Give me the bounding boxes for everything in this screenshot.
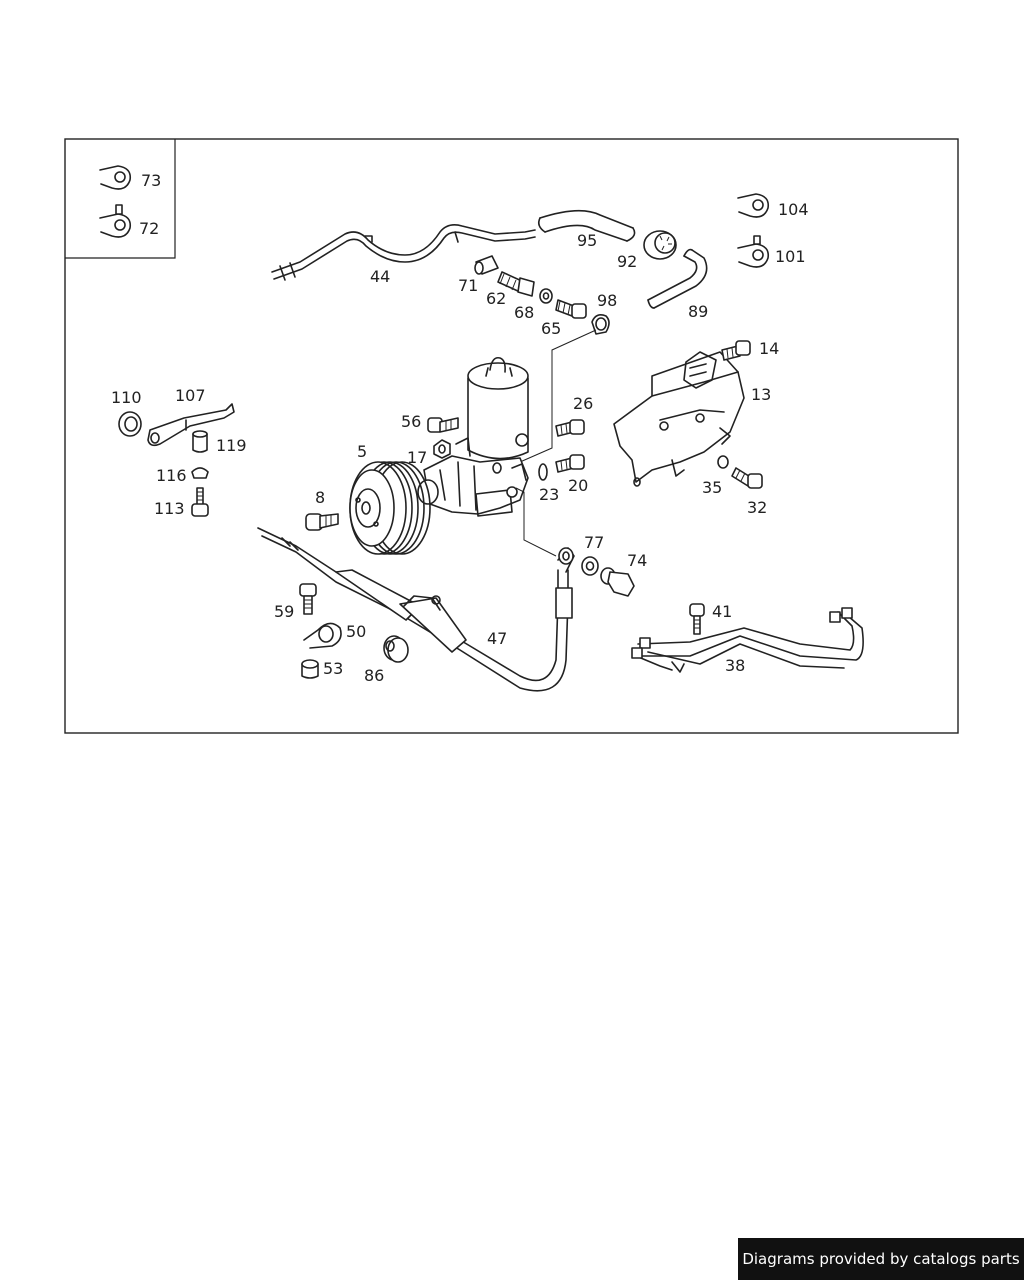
part-label-71: 71 (458, 276, 478, 295)
part-label-35: 35 (702, 478, 722, 497)
leader-77 (515, 487, 557, 557)
bolt-59-drawing (299, 583, 317, 615)
bolt-74-drawing (600, 567, 635, 597)
pump-assembly-drawing (417, 356, 529, 517)
part-label-110: 110 (111, 388, 142, 407)
part-labels: 73 72 104 101 44 95 92 89 71 62 68 65 98… (111, 171, 809, 685)
part-label-72: 72 (139, 219, 159, 238)
washer-23-drawing (538, 463, 548, 481)
washer-116-drawing (191, 467, 209, 479)
bolt-26-drawing (555, 419, 585, 437)
footer-credit: Diagrams provided by catalogs parts (738, 1238, 1024, 1280)
clip-73-drawing (99, 165, 132, 190)
part-label-62: 62 (486, 289, 506, 308)
hose-95-drawing (538, 209, 636, 242)
bolt-56-drawing (427, 417, 459, 433)
part-label-50: 50 (346, 622, 366, 641)
hose-44-drawing (271, 224, 536, 281)
line-38-drawing (631, 607, 864, 673)
hose-47-drawing (257, 527, 575, 692)
part-label-89: 89 (688, 302, 708, 321)
bolt-14-drawing (721, 340, 751, 361)
bracket-107-drawing (147, 403, 235, 447)
union-62-drawing (497, 271, 535, 297)
part-label-65: 65 (541, 319, 561, 338)
hose-89-drawing (647, 248, 708, 309)
clamp-98-drawing (591, 314, 610, 335)
part-label-14: 14 (759, 339, 779, 358)
part-label-8: 8 (315, 488, 325, 507)
part-label-73: 73 (141, 171, 161, 190)
part-label-98: 98 (597, 291, 617, 310)
part-label-113: 113 (154, 499, 185, 518)
part-label-38: 38 (725, 656, 745, 675)
part-label-13: 13 (751, 385, 771, 404)
part-label-74: 74 (627, 551, 647, 570)
part-label-59: 59 (274, 602, 294, 621)
diagram-frame (64, 138, 959, 734)
washer-35-drawing (717, 455, 729, 469)
part-label-23: 23 (539, 485, 559, 504)
part-label-104: 104 (778, 200, 809, 219)
part-label-86: 86 (364, 666, 384, 685)
part-label-101: 101 (775, 247, 806, 266)
part-label-44: 44 (370, 267, 390, 286)
part-label-41: 41 (712, 602, 732, 621)
part-label-77: 77 (584, 533, 604, 552)
bracket-13-drawing (613, 351, 745, 487)
cap-92-drawing (643, 230, 677, 260)
bolt-32-drawing (731, 467, 763, 489)
seal-110-drawing (118, 411, 142, 437)
washer-77-drawing (581, 556, 599, 576)
clamp-50-drawing (303, 622, 342, 649)
inset-box (65, 139, 176, 259)
spacer-119-drawing (192, 430, 208, 453)
part-label-20: 20 (568, 476, 588, 495)
part-label-53: 53 (323, 659, 343, 678)
sleeve-71-drawing (474, 255, 499, 275)
bolt-8-drawing (305, 513, 339, 531)
grommet-86-drawing (383, 635, 409, 663)
part-label-5: 5 (357, 442, 367, 461)
nut-17-drawing (433, 439, 451, 459)
leader-98 (519, 329, 597, 463)
part-label-56: 56 (401, 412, 421, 431)
part-label-32: 32 (747, 498, 767, 517)
clip-101-drawing (737, 235, 770, 268)
part-label-26: 26 (573, 394, 593, 413)
part-label-17: 17 (407, 448, 427, 467)
bolt-20-drawing (555, 454, 585, 473)
bolt-65-drawing (555, 299, 587, 319)
part-label-68: 68 (514, 303, 534, 322)
part-label-119: 119 (216, 436, 247, 455)
part-label-116: 116 (156, 466, 187, 485)
part-label-47: 47 (487, 629, 507, 648)
pulley-5-drawing (349, 461, 431, 555)
part-label-95: 95 (577, 231, 597, 250)
part-label-107: 107 (175, 386, 206, 405)
washer-68-drawing (539, 288, 553, 304)
spacer-53-drawing (301, 659, 319, 679)
bolt-41-drawing (689, 603, 705, 635)
bolt-113-drawing (191, 487, 209, 517)
clip-72-drawing (99, 204, 132, 238)
part-label-92: 92 (617, 252, 637, 271)
clip-104-drawing (737, 193, 770, 218)
